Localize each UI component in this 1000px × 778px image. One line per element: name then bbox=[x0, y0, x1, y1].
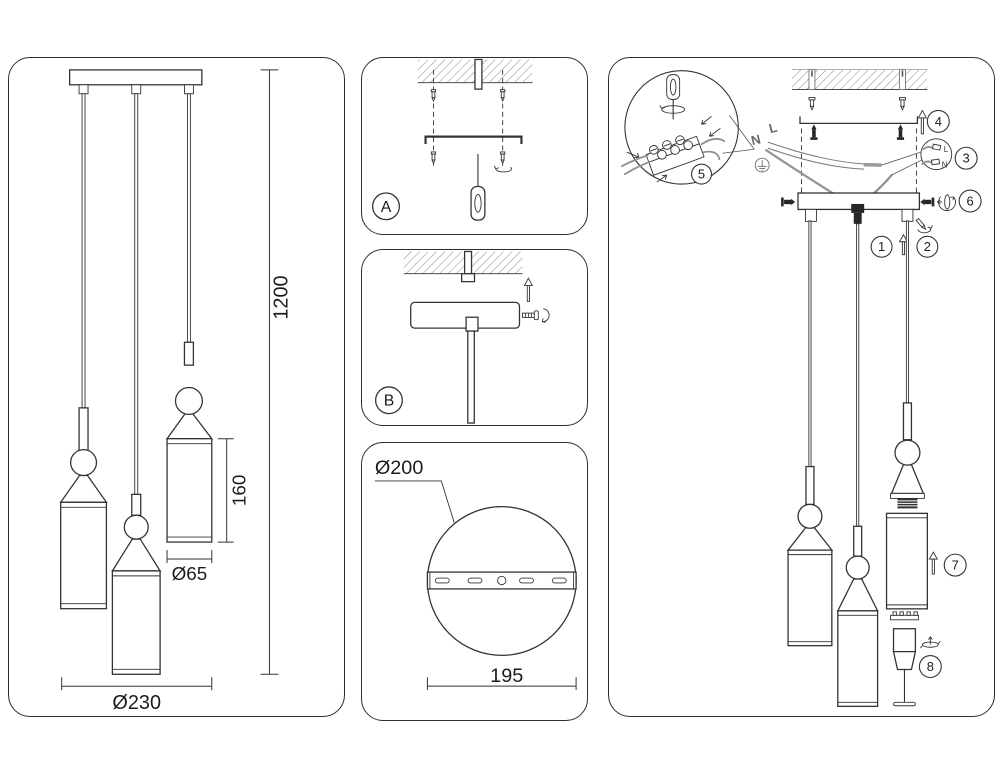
dim-overall-diameter-label: Ø230 bbox=[112, 692, 161, 714]
up-arrow-icon bbox=[928, 551, 939, 575]
step-5-badge: 5 bbox=[691, 163, 713, 185]
mounting-bar bbox=[426, 571, 577, 590]
leader-line bbox=[891, 159, 922, 176]
left-arrow-icon bbox=[937, 199, 943, 205]
canopy-screw-icon bbox=[781, 197, 796, 207]
step-7-label: 7 bbox=[952, 558, 959, 573]
screwdriver-icon bbox=[470, 153, 486, 221]
panel-step-b: B bbox=[361, 249, 588, 426]
dim-total-height-label: 1200 bbox=[270, 275, 292, 319]
canopy-nut bbox=[465, 316, 479, 332]
pendant-left bbox=[786, 465, 834, 647]
leader-line bbox=[881, 151, 921, 166]
panel-assembly: 5 N L bbox=[608, 57, 995, 717]
up-arrow-icon bbox=[898, 233, 909, 256]
step-7-badge: 7 bbox=[943, 553, 967, 577]
canopy bbox=[410, 301, 521, 329]
ceiling-screw-icon bbox=[808, 97, 816, 111]
pendant-left bbox=[59, 93, 108, 610]
step-4-label: 4 bbox=[935, 114, 942, 129]
up-arrow-icon bbox=[523, 277, 534, 302]
step-8-badge: 8 bbox=[918, 655, 942, 679]
terminal-block-detail: 5 bbox=[621, 70, 755, 185]
step-3-badge: 3 bbox=[954, 146, 978, 170]
step-a-label: A bbox=[381, 199, 392, 216]
pendant-right bbox=[165, 93, 214, 543]
step-b-label: B bbox=[384, 393, 395, 410]
panel-product-dimensions: 1200 160 Ø65 Ø230 bbox=[8, 57, 345, 717]
terminal-block bbox=[645, 135, 705, 176]
step-1-badge: 1 bbox=[870, 235, 893, 258]
ceiling-canopy-bar bbox=[68, 69, 203, 95]
plate-diameter-label: Ø200 bbox=[375, 457, 423, 479]
anchor-screw-icon bbox=[430, 151, 437, 165]
dim-shade-diameter-label: Ø65 bbox=[172, 564, 208, 585]
wire-connector-detail: L N bbox=[920, 138, 953, 171]
canopy bbox=[797, 192, 921, 224]
step-1-label: 1 bbox=[878, 239, 885, 254]
rotate-arrow-icon bbox=[493, 165, 513, 173]
side-screw-icon bbox=[522, 308, 550, 323]
panel-step-a: A bbox=[361, 57, 588, 235]
rotate-screw-icon-2 bbox=[915, 217, 933, 234]
lamp-socket bbox=[897, 498, 918, 509]
bracket-screw-icon bbox=[896, 124, 905, 140]
threaded-rod bbox=[461, 250, 476, 283]
step-3-label: 3 bbox=[963, 151, 970, 166]
terminal-live-label: L bbox=[944, 145, 949, 154]
ceiling bbox=[403, 251, 523, 275]
light-bulb bbox=[892, 628, 917, 707]
step-4-badge: 4 bbox=[926, 109, 950, 133]
step-a-badge: A bbox=[372, 192, 400, 221]
pendant-right-exploded bbox=[885, 402, 928, 707]
step-2-badge: 2 bbox=[916, 235, 939, 258]
wire-neutral-label: N bbox=[749, 131, 762, 148]
cord bbox=[905, 220, 909, 404]
panel-mounting-plate: Ø200 195 bbox=[361, 442, 588, 721]
canopy-screw-icon bbox=[920, 197, 935, 207]
dim-shade-height: 160 bbox=[217, 438, 251, 543]
dim-plate-width: 195 bbox=[426, 665, 577, 691]
step-b-badge: B bbox=[374, 386, 403, 415]
step-2-label: 2 bbox=[924, 239, 931, 254]
retaining-ring bbox=[890, 611, 919, 621]
stem bbox=[467, 330, 475, 424]
step-8-label: 8 bbox=[927, 659, 934, 674]
mounting-bracket bbox=[799, 116, 919, 125]
pendant-center bbox=[111, 93, 162, 675]
drill-guide-lines bbox=[433, 69, 504, 166]
terminal-neutral-label: N bbox=[942, 161, 948, 170]
ceiling bbox=[792, 69, 928, 90]
rotate-bulb-icon bbox=[920, 636, 941, 649]
anchor-screw-icon bbox=[430, 89, 437, 103]
dim-plate-width-label: 195 bbox=[490, 665, 523, 687]
dim-total-height: 1200 bbox=[260, 69, 292, 675]
step-6-label: 6 bbox=[967, 193, 974, 208]
screwdriver-icon bbox=[659, 74, 686, 120]
step-6-badge: 6 bbox=[958, 189, 982, 213]
dim-shade-diameter: Ø65 bbox=[166, 550, 213, 585]
glass-shade bbox=[885, 512, 928, 610]
ceiling-screw-icon bbox=[899, 97, 906, 111]
anchor-screw-icon bbox=[500, 89, 506, 103]
dim-shade-height-label: 160 bbox=[230, 475, 251, 507]
anchor-screw-icon bbox=[500, 151, 506, 165]
bracket-screw-icon bbox=[810, 124, 818, 140]
wire-live-label: L bbox=[767, 120, 778, 136]
step-5-label: 5 bbox=[698, 167, 705, 182]
cord bbox=[856, 223, 860, 527]
insert-arrow-icons bbox=[626, 116, 721, 183]
pendant-center bbox=[836, 525, 879, 707]
threaded-rod bbox=[474, 58, 483, 90]
mounting-bracket bbox=[424, 135, 523, 145]
leader-line bbox=[374, 480, 455, 523]
up-arrow-icon bbox=[917, 109, 928, 135]
dim-overall-diameter: Ø230 bbox=[61, 677, 213, 714]
cord bbox=[808, 220, 812, 468]
ground-symbol-icon bbox=[754, 157, 770, 173]
rotate-screw-icon-6 bbox=[938, 194, 956, 212]
